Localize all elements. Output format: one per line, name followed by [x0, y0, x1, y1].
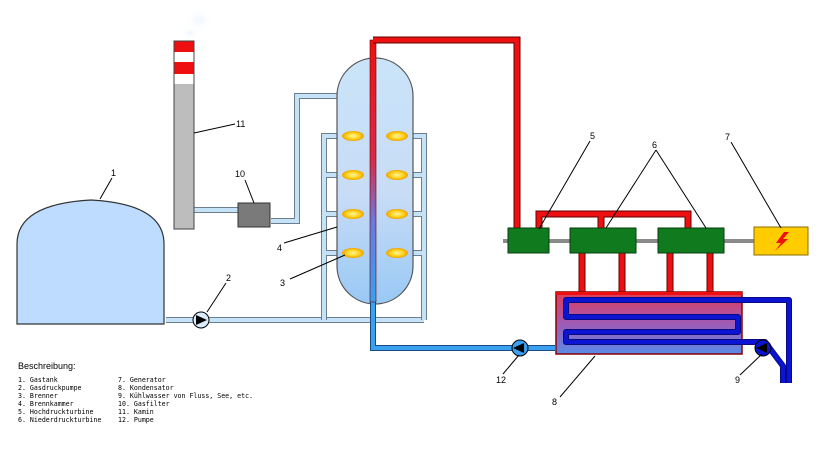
callout-labels: 1 2 3 4 5 6 7 8 9 10 11 12 [111, 119, 740, 407]
callout-1: 1 [111, 168, 116, 178]
chimney-stripe [174, 41, 194, 52]
legend-item: 8. Kondensator [118, 384, 174, 392]
lp-turbine-2 [657, 227, 725, 254]
lp-turbine-1 [569, 227, 637, 254]
cooling-water-pump [754, 339, 772, 357]
exhaust-line [193, 93, 340, 224]
steam-riser [369, 39, 377, 303]
callout-6: 6 [652, 140, 657, 150]
callout-9: 9 [735, 375, 740, 385]
callout-11: 11 [236, 119, 245, 129]
feedwater-pump [511, 339, 529, 357]
legend-item: 11. Kamin [118, 408, 154, 416]
legend-item: 1. Gastank [18, 376, 58, 384]
lightning-icon [775, 232, 789, 251]
gas-pump [192, 311, 210, 329]
legend-title: Beschreibung: [18, 361, 76, 371]
legend-item: 5. Hochdruckturbine [18, 408, 94, 416]
hp-turbine [507, 227, 550, 254]
legend-item: 7. Generator [118, 376, 166, 384]
legend-item: 3. Brenner [18, 392, 58, 400]
callout-7: 7 [725, 132, 730, 142]
legend-item: 6. Niederdruckturbine [18, 416, 102, 424]
callout-5: 5 [590, 131, 595, 141]
legend-item: 4. Brennkammer [18, 400, 74, 408]
callout-8: 8 [552, 397, 557, 407]
gas-tank-icon [16, 199, 165, 325]
burner-flame-icon [342, 131, 364, 141]
turbine-exhaust-lines [578, 252, 714, 292]
callout-4: 4 [277, 243, 282, 253]
callout-10: 10 [235, 169, 245, 179]
callout-12: 12 [496, 375, 506, 385]
callout-2: 2 [226, 273, 231, 283]
callout-3: 3 [280, 278, 285, 288]
chimney [173, 8, 215, 230]
burners [342, 131, 408, 258]
legend-item: 12. Pumpe [118, 416, 154, 424]
feedwater-line [370, 300, 555, 351]
leader-lines [99, 123, 782, 398]
legend-item: 10. Gasfilter [118, 400, 170, 408]
legend-item: 9. Kühlwasser von Fluss, See, etc. [118, 392, 253, 400]
legend-column-1: 1. Gastank 2. Gasdruckpumpe 3. Brenner 4… [18, 376, 101, 424]
legend-column-2: 7. Generator 8. Kondensator 9. Kühlwasse… [118, 376, 253, 424]
gas-filter [237, 202, 271, 228]
legend-item: 2. Gasdruckpumpe [18, 384, 82, 392]
